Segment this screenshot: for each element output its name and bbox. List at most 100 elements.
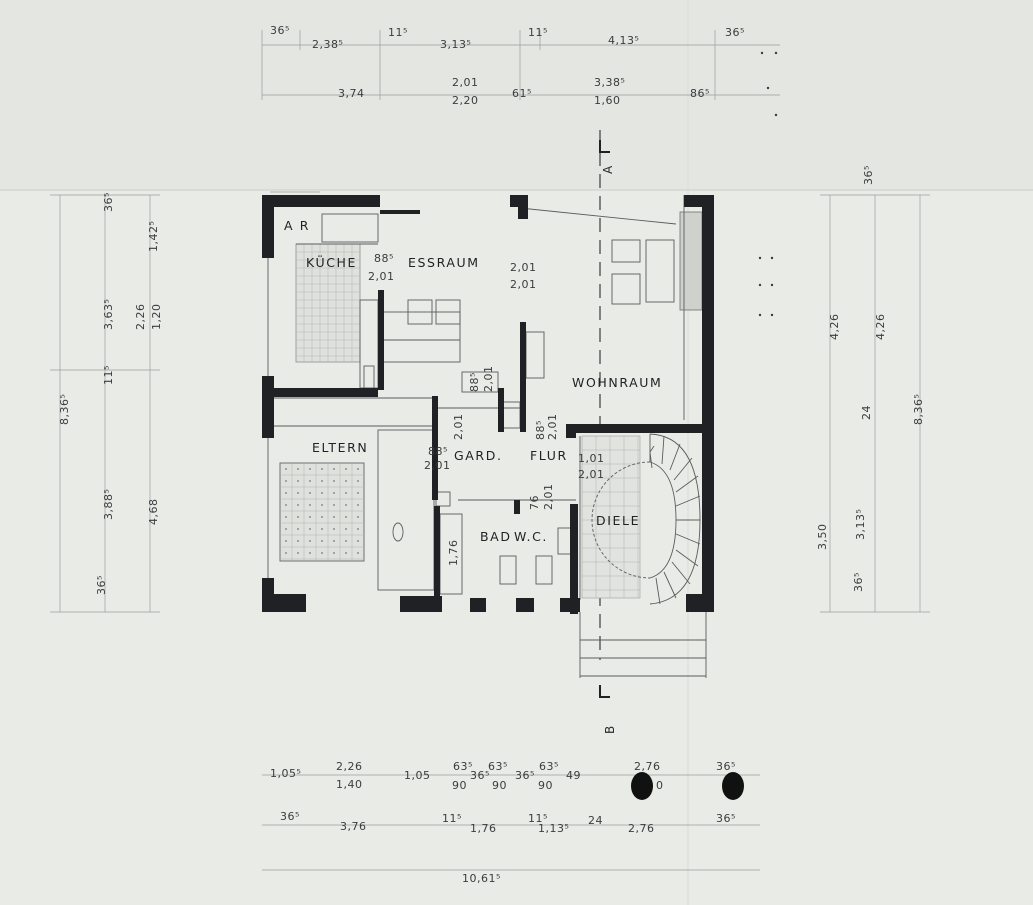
top-dim: 3,38⁵ — [594, 76, 625, 89]
bottom-dim: 63⁵ — [453, 760, 473, 773]
right-dim: 36⁵ — [862, 165, 875, 185]
left-dimensions: 8,36⁵ 36⁵ 3,63⁵ 11⁵ 3,88⁵ 36⁵ 1,42⁵ 2,26… — [58, 192, 163, 595]
bottom-dim: 3,76 — [340, 820, 367, 833]
bottom-dim: 63⁵ — [488, 760, 508, 773]
inner-dim: 2,01 — [452, 414, 465, 441]
top-dim: 1,60 — [594, 94, 621, 107]
left-dim: 11⁵ — [102, 365, 115, 385]
left-dim: 3,88⁵ — [102, 489, 115, 520]
top-dim: 11⁵ — [528, 26, 548, 39]
right-dim: 4,26 — [828, 314, 841, 341]
room-label-diele: DIELE — [596, 513, 640, 528]
ink-spot — [631, 772, 653, 800]
right-dim: 4,26 — [874, 314, 887, 341]
left-dim: 1,20 — [150, 304, 163, 331]
bottom-dim: 2,76 — [628, 822, 655, 835]
section-mark-a: A — [601, 165, 615, 174]
bottom-dim: 1,40 — [336, 778, 363, 791]
bottom-dim: 24 — [588, 814, 603, 827]
inner-dim: 2,01 — [510, 261, 537, 274]
bottom-dim: 63⁵ — [539, 760, 559, 773]
left-dim: 4,68 — [147, 499, 160, 526]
bottom-dim: 36⁵ — [280, 810, 300, 823]
inner-dim: 88⁵ — [534, 420, 547, 440]
bottom-dim: 36⁵ — [470, 769, 490, 782]
left-dim: 36⁵ — [95, 575, 108, 595]
right-dim: 3,13⁵ — [854, 509, 867, 540]
bottom-dim: 2,76 — [634, 760, 661, 773]
room-label-bad: BAD — [480, 529, 512, 544]
dim-dots — [758, 51, 778, 317]
bottom-dim: 1,05⁵ — [270, 767, 301, 780]
top-dim: 3,74 — [338, 87, 365, 100]
inner-dim: 2,01 — [510, 278, 537, 291]
room-label-eltern: ELTERN — [312, 440, 368, 455]
left-dim: 2,26 — [134, 304, 147, 331]
bottom-dim: 49 — [566, 769, 581, 782]
tile-grid — [280, 244, 640, 598]
walls — [262, 195, 714, 614]
top-dim: 2,20 — [452, 94, 479, 107]
inner-dim: 2,01 — [542, 484, 555, 511]
bottom-dim: 90 — [538, 779, 553, 792]
bottom-dim: 90 — [452, 779, 467, 792]
room-labels: A R KÜCHE ESSRAUM WOHNRAUM ELTERN GARD. … — [284, 218, 662, 544]
spiral-staircase — [591, 433, 701, 605]
inner-dim: 2,01 — [368, 270, 395, 283]
inner-dim: 88⁵ — [468, 372, 481, 392]
bottom-dim: 11⁵ — [442, 812, 462, 825]
bottom-dim: 1,05 — [404, 769, 431, 782]
room-label-kueche: KÜCHE — [306, 254, 357, 270]
dimension-lines — [50, 30, 930, 871]
bottom-dim: 36⁵ — [716, 812, 736, 825]
top-dim: 4,13⁵ — [608, 34, 639, 47]
room-label-ar: A R — [284, 218, 310, 233]
bottom-dimensions: 1,05⁵ 2,26 1,40 1,05 63⁵ 90 36⁵ 63⁵ 90 3… — [270, 760, 736, 885]
bottom-dim: 1,76 — [470, 822, 497, 835]
top-dim: 61⁵ — [512, 87, 532, 100]
top-dim: 2,38⁵ — [312, 38, 343, 51]
inner-dim: 2,01 — [424, 459, 451, 472]
room-label-essraum: ESSRAUM — [408, 255, 480, 270]
inner-dim: 2,01 — [546, 414, 559, 441]
inner-dim: 2,01 — [482, 366, 495, 393]
right-dim: 36⁵ — [852, 572, 865, 592]
top-dim: 2,01 — [452, 76, 479, 89]
inner-dim: 2,01 — [578, 468, 605, 481]
bottom-dim: 1,13⁵ — [538, 822, 569, 835]
inner-dim: 88⁵ — [428, 445, 448, 458]
right-dimensions: 36⁵ 4,26 24 3,50 36⁵ 4,26 3,13⁵ 8,36⁵ — [816, 165, 925, 592]
room-label-gard: GARD. — [454, 448, 503, 463]
top-dim: 36⁵ — [270, 24, 290, 37]
top-dimensions: 36⁵ 2,38⁵ 11⁵ 3,13⁵ 11⁵ 4,13⁵ 36⁵ 3,74 2… — [270, 24, 745, 107]
left-dim: 8,36⁵ — [58, 394, 71, 425]
right-dim: 3,50 — [816, 524, 829, 551]
ink-spot — [722, 772, 744, 800]
inner-dim: 88⁵ — [374, 252, 394, 265]
top-dim: 86⁵ — [690, 87, 710, 100]
inner-dimensions: 88⁵ 2,01 2,01 2,01 88⁵ 2,01 88⁵ 2,01 2,0… — [368, 252, 605, 567]
bottom-dim: 36⁵ — [515, 769, 535, 782]
inner-dim: 76 — [528, 495, 541, 510]
top-dim: 3,13⁵ — [440, 38, 471, 51]
left-dim: 3,63⁵ — [102, 299, 115, 330]
left-dim: 36⁵ — [102, 192, 115, 212]
inner-dim: 1,01 — [578, 452, 605, 465]
bottom-dim: 2,26 — [336, 760, 363, 773]
right-dim: 8,36⁵ — [912, 394, 925, 425]
room-label-wohnraum: WOHNRAUM — [572, 375, 662, 390]
bottom-dim: 0 — [656, 779, 664, 792]
bottom-dim: 11⁵ — [528, 812, 548, 825]
top-dim: 36⁵ — [725, 26, 745, 39]
top-dim: 11⁵ — [388, 26, 408, 39]
bottom-dim: 90 — [492, 779, 507, 792]
inner-dim: 1,76 — [447, 540, 460, 567]
room-label-flur: FLUR — [530, 448, 568, 463]
room-label-wc: W.C. — [514, 529, 548, 544]
parents-bed — [279, 462, 365, 562]
left-dim: 1,42⁵ — [147, 221, 160, 252]
bottom-dim: 36⁵ — [716, 760, 736, 773]
bottom-total-dim: 10,61⁵ — [462, 872, 501, 885]
right-dim: 24 — [860, 405, 873, 420]
